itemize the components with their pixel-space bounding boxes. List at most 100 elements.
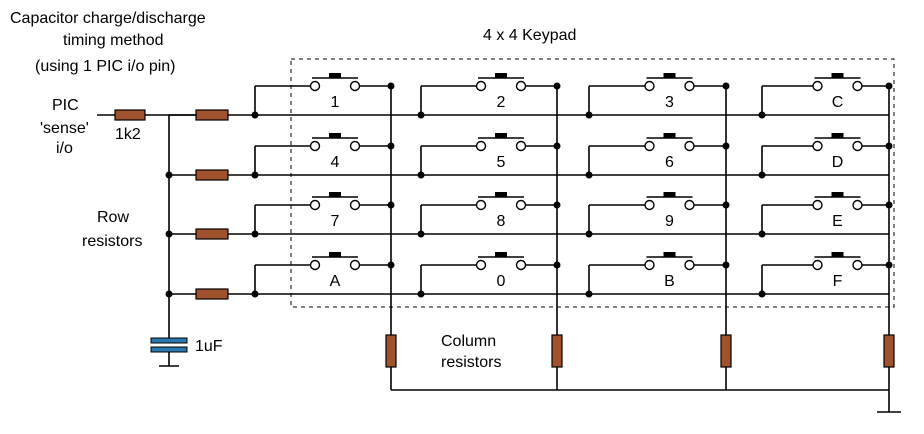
key-B-right-contact <box>684 259 695 271</box>
key-7-right-contact <box>349 199 361 211</box>
pic-label-line-3: i/o <box>56 140 73 157</box>
row-resistors-label-line-1: Row <box>97 209 129 226</box>
key-3-left-contact <box>644 80 655 92</box>
key-B-row-junction <box>585 290 593 298</box>
key-F-row-junction <box>758 290 766 298</box>
column-resistors-label-line-2: resistors <box>441 354 501 371</box>
key-C-column-junction <box>885 82 893 90</box>
column-resistors-label-line-1: Column <box>441 333 496 350</box>
key-F-actuator-knob <box>831 252 844 257</box>
capacitor-label: 1uF <box>195 338 223 355</box>
keypad-border <box>290 58 895 308</box>
row-4-resistor <box>195 288 229 300</box>
key-label-2: 2 <box>497 94 506 111</box>
key-label-3: 3 <box>665 94 674 111</box>
key-label-E: E <box>832 213 843 230</box>
key-E-right-contact <box>852 199 863 211</box>
key-1-actuator-knob <box>329 73 341 78</box>
key-D-column-junction <box>885 142 893 150</box>
key-D-actuator-knob <box>831 133 844 138</box>
key-9-row-junction <box>585 230 593 238</box>
pic-label-line-1: PIC <box>52 97 79 114</box>
title-line-2: timing method <box>63 32 164 49</box>
key-3-row-junction <box>585 111 593 119</box>
column-2-resistor <box>551 334 563 368</box>
key-8-left-contact <box>475 199 487 211</box>
key-label-D: D <box>832 154 844 171</box>
key-4-column-junction <box>387 142 395 150</box>
key-A-left-contact <box>309 259 321 271</box>
key-F-left-contact <box>812 259 823 271</box>
key-label-4: 4 <box>331 154 340 171</box>
key-5-left-contact <box>475 140 487 152</box>
column-4-resistor <box>883 334 895 368</box>
key-0-left-contact <box>475 259 487 271</box>
key-label-C: C <box>832 94 844 111</box>
key-9-right-contact <box>684 199 695 211</box>
key-1-right-contact <box>349 80 361 92</box>
row-2-bus-junction <box>165 171 173 179</box>
row-4-bus-junction <box>165 290 173 298</box>
key-5-actuator-knob <box>495 133 507 138</box>
key-4-right-contact <box>349 140 361 152</box>
key-C-row-junction <box>758 111 766 119</box>
key-3-column-junction <box>722 82 730 90</box>
row-resistors-label-line-2: resistors <box>82 233 142 250</box>
key-A-right-contact <box>349 259 361 271</box>
key-B-left-contact <box>644 259 655 271</box>
key-label-0: 0 <box>497 273 506 290</box>
key-6-left-contact <box>644 140 655 152</box>
key-D-right-contact <box>852 140 863 152</box>
key-B-actuator-knob <box>663 252 676 257</box>
column-1-resistor <box>385 334 397 368</box>
key-6-column-junction <box>722 142 730 150</box>
key-label-6: 6 <box>665 154 674 171</box>
key-0-right-contact <box>515 259 527 271</box>
capacitor-bottom-plate <box>150 346 188 353</box>
row-3-bus-junction <box>165 230 173 238</box>
key-5-right-contact <box>515 140 527 152</box>
key-A-row-junction <box>251 290 259 298</box>
row-3-resistor <box>195 228 229 240</box>
key-4-left-contact <box>309 140 321 152</box>
key-D-row-junction <box>758 171 766 179</box>
key-1-row-junction <box>251 111 259 119</box>
key-A-column-junction <box>387 261 395 269</box>
keypad-title: 4 x 4 Keypad <box>483 27 576 44</box>
key-E-row-junction <box>758 230 766 238</box>
key-7-actuator-knob <box>329 192 341 197</box>
key-E-column-junction <box>885 201 893 209</box>
title-line-3: (using 1 PIC i/o pin) <box>35 58 176 75</box>
capacitor-top-plate <box>150 337 188 344</box>
key-B-column-junction <box>722 261 730 269</box>
key-0-row-junction <box>417 290 425 298</box>
key-8-right-contact <box>515 199 527 211</box>
key-label-A: A <box>330 273 341 290</box>
key-7-left-contact <box>309 199 321 211</box>
key-label-8: 8 <box>497 213 506 230</box>
key-5-row-junction <box>417 171 425 179</box>
key-E-left-contact <box>812 199 823 211</box>
key-3-actuator-knob <box>663 73 676 78</box>
key-C-right-contact <box>852 80 863 92</box>
key-8-column-junction <box>553 201 561 209</box>
key-1-column-junction <box>387 82 395 90</box>
key-6-actuator-knob <box>663 133 676 138</box>
key-3-right-contact <box>684 80 695 92</box>
key-6-right-contact <box>684 140 695 152</box>
key-0-column-junction <box>553 261 561 269</box>
key-label-F: F <box>833 273 843 290</box>
pic-label-line-2: 'sense' <box>40 120 89 137</box>
key-5-column-junction <box>553 142 561 150</box>
key-2-actuator-knob <box>495 73 507 78</box>
key-9-column-junction <box>722 201 730 209</box>
key-8-row-junction <box>417 230 425 238</box>
title-line-1: Capacitor charge/discharge <box>10 10 206 27</box>
key-F-right-contact <box>852 259 863 271</box>
key-7-row-junction <box>251 230 259 238</box>
key-0-actuator-knob <box>495 252 507 257</box>
key-D-left-contact <box>812 140 823 152</box>
key-1-left-contact <box>309 80 321 92</box>
series-resistor-1k2 <box>114 109 146 121</box>
